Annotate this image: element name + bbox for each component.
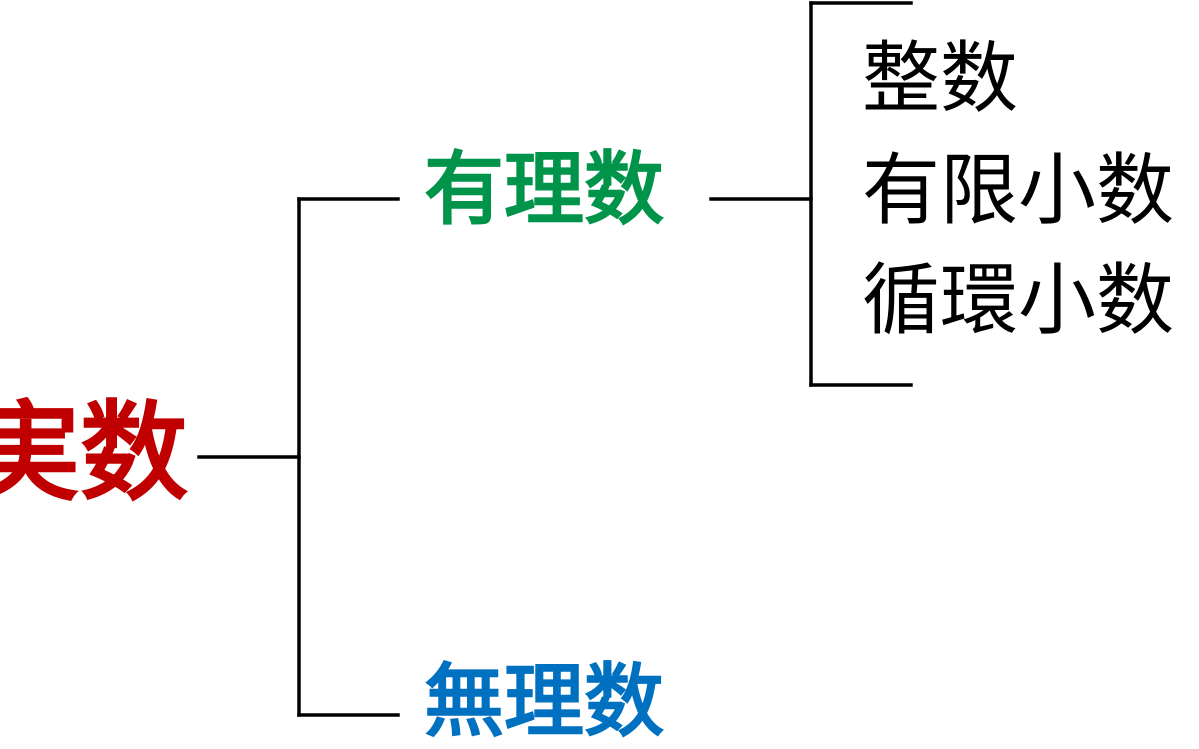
irrational-numbers-label: 無理数 [424, 655, 664, 748]
finite-decimals-label: 有限小数 [862, 146, 1175, 236]
integers-label: 整数 [862, 34, 1019, 124]
repeating-decimals-label: 循環小数 [862, 256, 1175, 346]
rational-numbers-label: 有理数 [424, 143, 664, 236]
real-numbers-label: 実数 [0, 391, 189, 516]
